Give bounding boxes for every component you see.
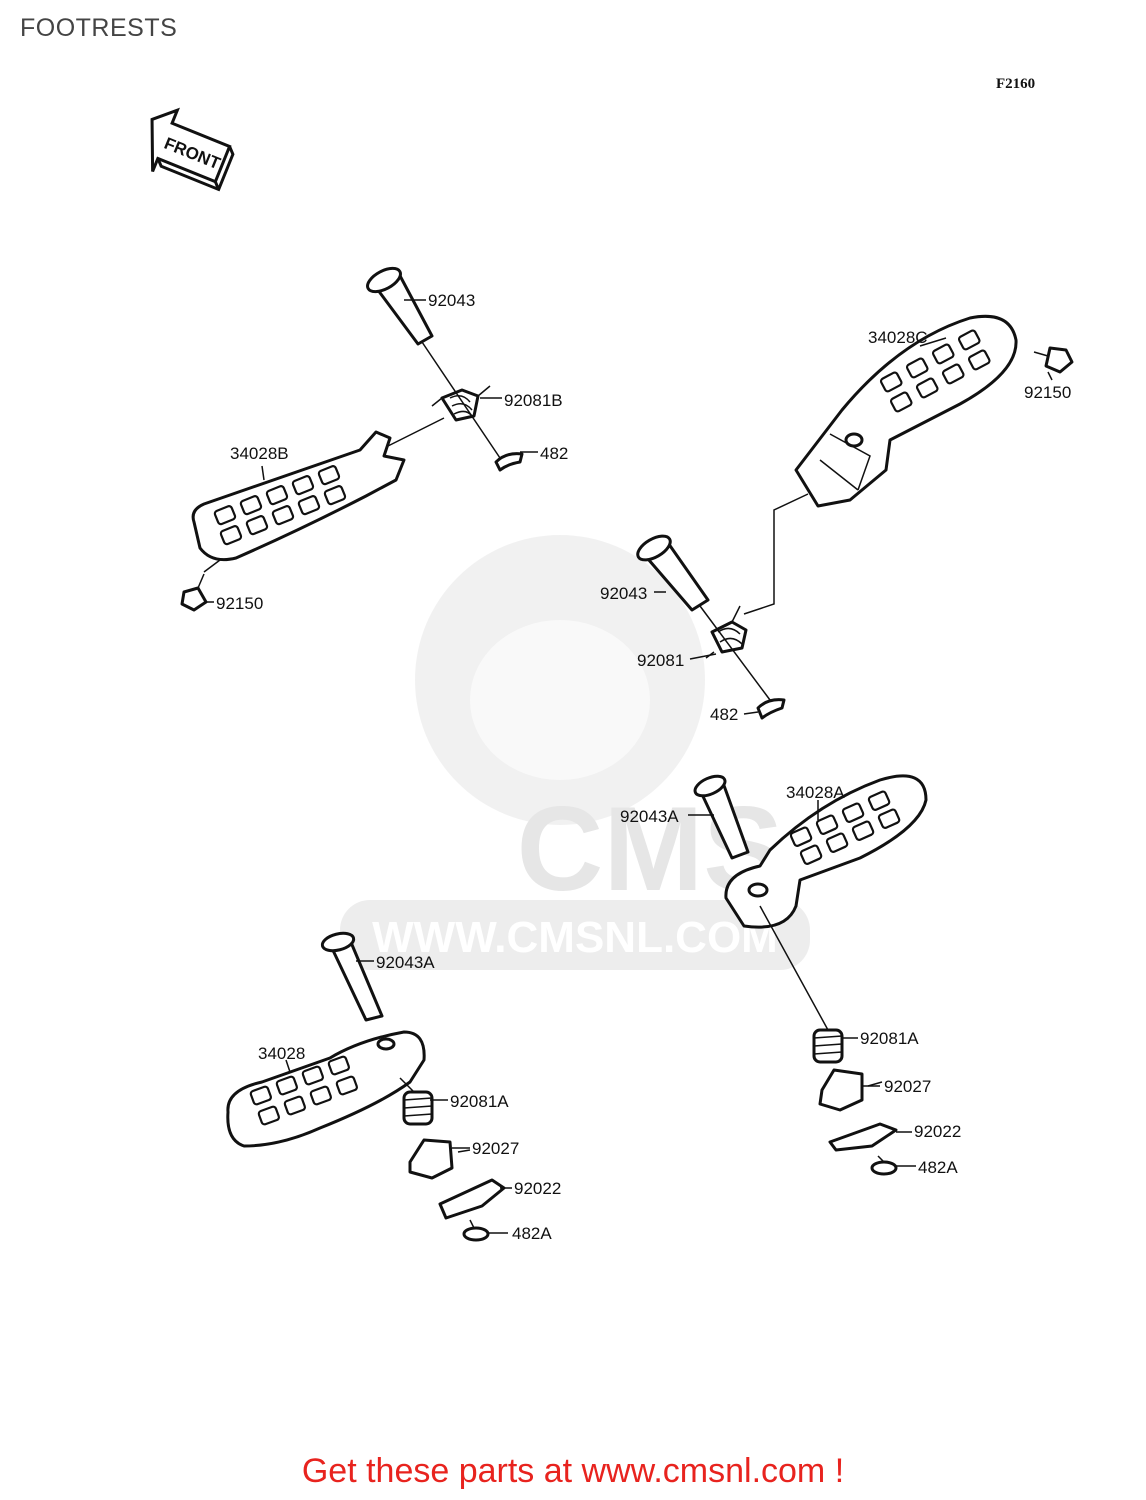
stopper xyxy=(818,1068,864,1112)
pin xyxy=(320,931,384,1022)
watermark-bar xyxy=(340,900,810,970)
figure-code: F2160 xyxy=(996,76,1036,92)
parts-diagram: CMS WWW.CMSNL.COM FRONT xyxy=(150,107,1074,1243)
upper-left-assembly xyxy=(180,266,524,612)
part-label: 482A xyxy=(918,1158,958,1177)
part-label: 92027 xyxy=(472,1139,519,1158)
footpeg xyxy=(226,1030,426,1148)
clip xyxy=(756,698,786,720)
pin xyxy=(366,266,434,346)
watermark-mascot-face xyxy=(470,620,650,780)
lower-right-assembly xyxy=(693,774,928,1176)
front-arrow: FRONT xyxy=(150,107,235,192)
plate xyxy=(438,1178,506,1220)
part-label: 92043 xyxy=(428,291,475,310)
part-label: 92081A xyxy=(450,1092,509,1111)
part-label: 92027 xyxy=(884,1077,931,1096)
part-label: 92150 xyxy=(1024,383,1071,402)
bolt xyxy=(180,573,208,612)
lower-left-assembly xyxy=(226,931,506,1242)
part-label: 92081 xyxy=(637,651,684,670)
clip xyxy=(870,1160,898,1176)
spring xyxy=(431,385,491,422)
footpeg xyxy=(191,430,406,562)
part-label: 34028B xyxy=(230,444,289,463)
part-label: 92043A xyxy=(620,807,679,826)
watermark-url: WWW.CMSNL.COM xyxy=(372,913,778,962)
part-label: 482A xyxy=(512,1224,552,1243)
part-label: 92081B xyxy=(504,391,563,410)
part-label: 92150 xyxy=(216,594,263,613)
part-label: 482 xyxy=(540,444,568,463)
part-label: 92022 xyxy=(914,1122,961,1141)
part-label: 34028C xyxy=(868,328,928,347)
part-label: 92022 xyxy=(514,1179,561,1198)
part-label: 92081A xyxy=(860,1029,919,1048)
pin xyxy=(636,534,710,612)
part-label: 92043 xyxy=(600,584,647,603)
spring xyxy=(812,1028,844,1064)
pin xyxy=(693,774,750,860)
part-label: 34028 xyxy=(258,1044,305,1063)
spring xyxy=(705,605,748,659)
part-label: 92043A xyxy=(376,953,435,972)
page-title: FOOTRESTS xyxy=(20,14,178,42)
upper-right-assembly xyxy=(636,314,1074,720)
footer-link[interactable]: Get these parts at www.cmsnl.com ! xyxy=(301,1452,845,1490)
part-label: 34028A xyxy=(786,783,845,802)
part-labels: 92043 92081B 482 34028B 92150 34028C 921… xyxy=(216,291,1071,1243)
spring xyxy=(402,1090,434,1126)
footpeg xyxy=(724,774,928,929)
plate xyxy=(828,1122,898,1152)
bolt xyxy=(1033,346,1074,374)
stopper xyxy=(408,1138,454,1180)
footpeg xyxy=(794,314,1018,508)
clip xyxy=(462,1226,490,1242)
clip xyxy=(494,452,524,472)
part-label: 482 xyxy=(710,705,738,724)
leader-lines xyxy=(206,299,1053,1234)
